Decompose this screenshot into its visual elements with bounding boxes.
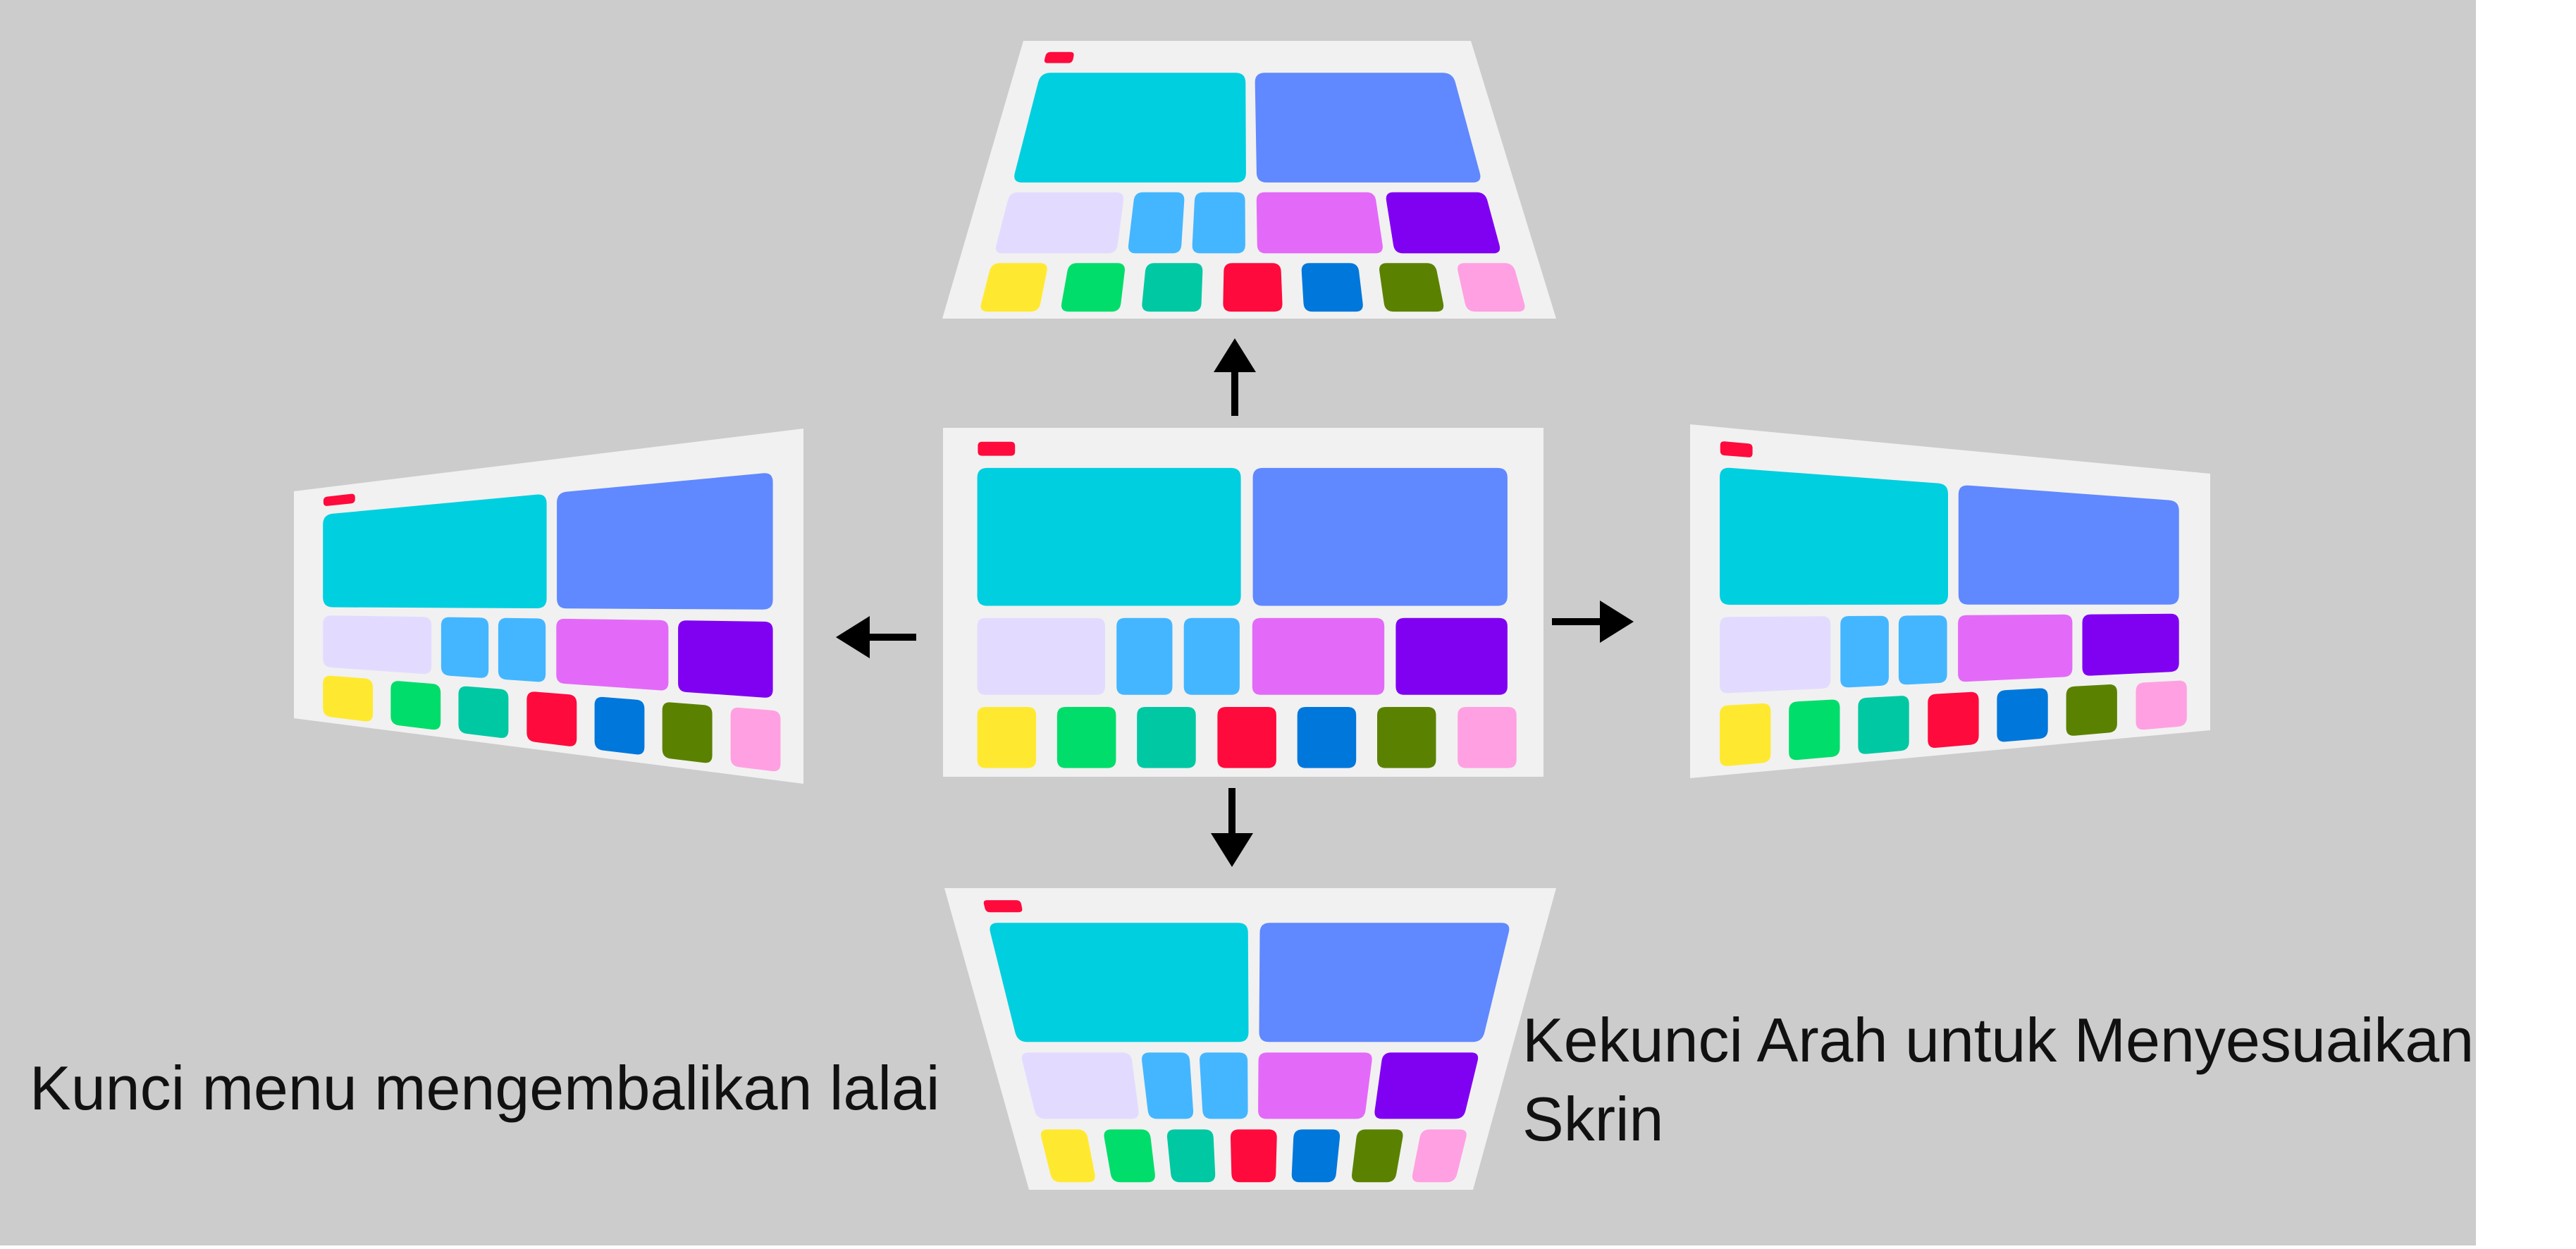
screen-left-tile-small-5	[594, 696, 645, 755]
screen-left-tile-large-2	[557, 473, 773, 610]
screen-right-tile-large-2	[1958, 485, 2179, 605]
screen-right-tile-medium-4	[1958, 614, 2073, 682]
screen-right-tile-small-1	[1720, 703, 1771, 766]
screen-center-tile-small-6	[1377, 707, 1436, 768]
screen-center-tile-medium-5	[1395, 617, 1508, 695]
screen-center-tile-medium-1	[977, 617, 1105, 695]
arrow-down-head	[1211, 833, 1253, 867]
screen-bottom-tile-small-4	[1230, 1129, 1277, 1183]
screen-center-tile-small-5	[1297, 707, 1357, 768]
screen-center-tile-small-1	[977, 707, 1037, 768]
caption-arrow-keys-line-2: Skrin	[1522, 1084, 1664, 1154]
screen-bottom-tile-small-3	[1166, 1129, 1216, 1183]
screen-left-tile-small-6	[662, 702, 713, 763]
screen-bottom-tile-medium-5	[1374, 1052, 1479, 1119]
screen-left-tile-medium-1	[323, 615, 432, 675]
screen-center-tile-medium-4	[1252, 617, 1385, 695]
arrow-down	[1211, 788, 1253, 867]
arrows-group	[836, 338, 1634, 867]
screen-top-tile-small-3	[1142, 263, 1203, 312]
screen-bottom-tile-small-1	[1040, 1129, 1095, 1183]
screen-bottom-tile-small-5	[1291, 1129, 1341, 1183]
screen-left-tile-large-1	[323, 494, 547, 609]
screen-left-tile-small-2	[390, 681, 441, 730]
screen-top-tile-large-2	[1255, 73, 1481, 183]
arrow-left	[836, 616, 916, 658]
screen-bottom-tile-small-2	[1104, 1129, 1155, 1183]
screen-top-tile-small-6	[1379, 263, 1444, 312]
screen-right-tile-medium-5	[2082, 613, 2179, 676]
screen-top	[942, 41, 1556, 319]
arrow-up	[1214, 338, 1256, 416]
screen-left-tile-medium-4	[556, 618, 669, 691]
caption-arrow-keys-line-1: Kekunci Arah untuk Menyesuaikan	[1522, 1005, 2475, 1075]
screen-left-tile-medium-2	[440, 617, 489, 678]
screen-bottom-tile-medium-2	[1142, 1052, 1194, 1119]
screen-bottom-tile-small-6	[1352, 1129, 1403, 1183]
screen-right-tile-small-7	[2136, 680, 2187, 730]
screen-right-tile-small-3	[1858, 696, 1909, 754]
screen-left-tile-small-1	[323, 675, 374, 722]
screen-top-indicator	[1044, 51, 1074, 63]
screen-right	[1690, 424, 2210, 778]
arrow-right-head	[1600, 601, 1634, 643]
screen-right-tile-large-1	[1720, 467, 1948, 605]
screen-center-tile-small-4	[1217, 707, 1276, 768]
screen-bottom-tile-small-7	[1412, 1129, 1467, 1183]
screen-left-tile-small-7	[730, 707, 781, 772]
screen-center	[943, 428, 1543, 777]
screen-center-tile-large-1	[977, 467, 1241, 606]
caption-arrow-keys: Kekunci Arah untuk Menyesuaikan Skrin	[1522, 1001, 2474, 1159]
screen-top-tile-small-2	[1061, 263, 1125, 312]
screen-center-tile-medium-3	[1183, 617, 1240, 695]
screen-right-tile-small-6	[2066, 684, 2117, 736]
screen-top-tile-medium-4	[1256, 192, 1383, 254]
screen-right-tile-small-5	[1997, 688, 2048, 742]
screen-bottom-tile-medium-3	[1200, 1052, 1248, 1119]
screen-right-indicator	[1720, 441, 1753, 457]
arrow-up-head	[1214, 338, 1256, 372]
screen-right-tile-small-2	[1789, 699, 1840, 761]
screen-left-tile-small-3	[458, 686, 509, 738]
screen-top-tile-small-7	[1458, 263, 1525, 312]
screen-top-tile-small-1	[980, 263, 1047, 312]
screen-bottom-tile-medium-4	[1258, 1052, 1372, 1119]
screen-center-tile-medium-2	[1116, 617, 1173, 695]
screen-left	[294, 429, 803, 784]
screen-top-tile-medium-1	[995, 192, 1124, 254]
screen-center-tile-small-7	[1458, 707, 1517, 768]
screen-top-tile-small-4	[1223, 263, 1283, 312]
caption-default-menu-key: Kunci menu mengembalikan lalai	[30, 1053, 940, 1123]
screen-top-tile-small-5	[1301, 263, 1363, 312]
screen-bottom-tile-large-1	[990, 923, 1249, 1042]
screen-center-tile-small-3	[1137, 707, 1196, 768]
screen-bottom-tile-medium-1	[1021, 1052, 1139, 1119]
arrow-left-head	[836, 616, 870, 658]
screen-bottom-indicator	[983, 900, 1023, 913]
screen-center-indicator	[978, 441, 1016, 456]
screen-top-tile-medium-5	[1386, 192, 1500, 254]
screen-right-tile-small-4	[1928, 691, 1979, 748]
screen-left-tile-medium-5	[678, 620, 773, 698]
screen-top-tile-medium-2	[1128, 192, 1185, 254]
arrow-right	[1552, 601, 1634, 643]
screen-right-tile-medium-3	[1898, 615, 1947, 685]
screen-top-tile-large-1	[1014, 73, 1246, 183]
screen-center-tile-large-2	[1252, 467, 1508, 606]
screen-left-indicator	[323, 493, 355, 506]
screen-top-tile-medium-3	[1192, 192, 1245, 254]
screen-bottom-tile-large-2	[1259, 923, 1510, 1042]
screens-group	[294, 41, 2210, 1190]
screen-bottom	[944, 888, 1556, 1190]
screen-left-tile-small-4	[526, 691, 577, 746]
screen-right-tile-medium-1	[1720, 616, 1831, 694]
screen-center-tile-small-2	[1056, 707, 1116, 768]
screen-left-tile-medium-3	[498, 617, 546, 682]
screen-right-tile-medium-2	[1840, 615, 1889, 688]
